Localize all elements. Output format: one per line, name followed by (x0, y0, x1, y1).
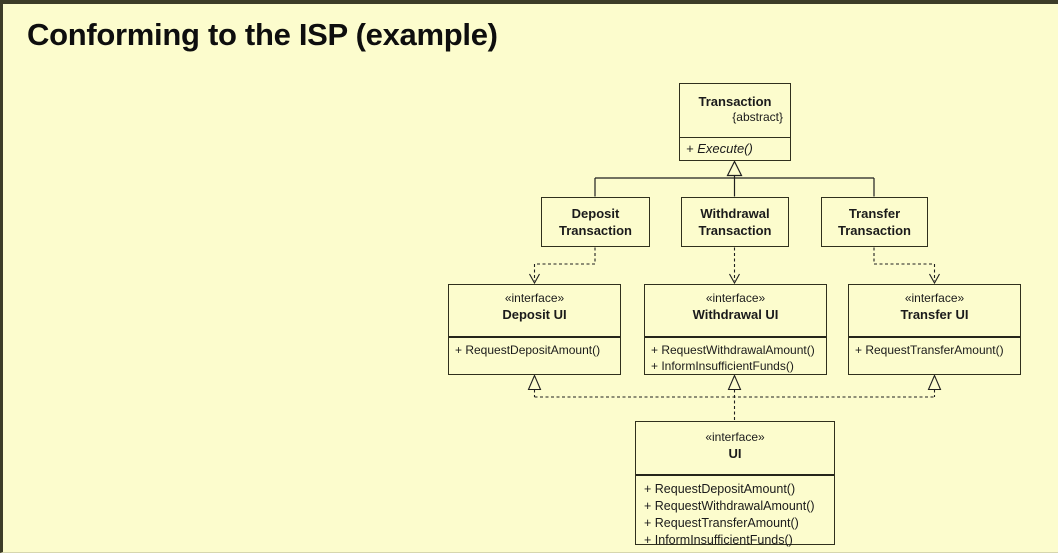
interface-name: Deposit UI (502, 307, 567, 322)
generalization-connector (594, 160, 875, 197)
method-item: + InformInsufficientFunds() (644, 533, 793, 547)
method-item: + RequestTransferAmount() (644, 516, 799, 530)
class-name-compartment: Transaction {abstract} (680, 84, 790, 137)
class-name: Deposit (571, 206, 620, 221)
method-item: + Execute() (686, 141, 753, 156)
class-methods-compartment: + Execute() (680, 137, 790, 160)
interface-name-compartment: «interface» UI (636, 422, 834, 474)
interface-box-transfer-ui: «interface» Transfer UI + RequestTransfe… (848, 284, 1021, 375)
open-arrowhead-icon (529, 273, 540, 285)
abstract-constraint: {abstract} (732, 110, 783, 124)
interface-box-withdrawal-ui: «interface» Withdrawal UI + RequestWithd… (644, 284, 827, 375)
method-item: + RequestDepositAmount() (644, 482, 796, 496)
method-item: + RequestWithdrawalAmount() (651, 343, 815, 357)
open-arrowhead-icon (729, 273, 740, 285)
interface-methods-compartment: + RequestTransferAmount() (849, 336, 1020, 374)
realization-arrowhead-icon (927, 374, 942, 391)
interface-box-ui: «interface» UI + RequestDepositAmount() … (635, 421, 835, 547)
interface-methods-compartment: + RequestDepositAmount() (449, 336, 620, 374)
interface-name: Transfer UI (900, 307, 969, 322)
dependency-arrow-withdrawal (729, 247, 740, 285)
interface-box-deposit-ui: «interface» Deposit UI + RequestDepositA… (448, 284, 621, 375)
interface-name-compartment: «interface» Withdrawal UI (645, 285, 826, 336)
interface-name: Withdrawal UI (692, 307, 779, 322)
class-box-transaction: Transaction {abstract} + Execute() (679, 83, 791, 161)
class-box-transfer-transaction: Transfer Transaction (821, 197, 928, 247)
dependency-arrow-deposit (529, 247, 596, 285)
method-item: + RequestTransferAmount() (855, 343, 1004, 357)
class-name: Transfer (848, 206, 901, 221)
interface-name-compartment: «interface» Transfer UI (849, 285, 1020, 336)
class-name: Transaction (559, 223, 632, 238)
realization-arrowhead-icon (527, 374, 542, 391)
method-item: + RequestWithdrawalAmount() (644, 499, 815, 513)
class-box-deposit-transaction: Deposit Transaction (541, 197, 650, 247)
class-name: Transaction (838, 223, 911, 238)
interface-methods-compartment: + RequestWithdrawalAmount() + InformInsu… (645, 336, 826, 378)
uml-connectors (527, 160, 942, 421)
open-arrowhead-icon (929, 273, 940, 285)
realization-connector (527, 374, 942, 421)
interface-name: UI (728, 446, 742, 461)
class-name: Transaction (698, 223, 772, 238)
stereotype-label: «interface» (904, 291, 965, 305)
interface-methods-compartment: + RequestDepositAmount() + RequestWithdr… (636, 474, 834, 554)
stereotype-label: «interface» (705, 291, 766, 305)
stereotype-label: «interface» (705, 430, 765, 444)
dependency-arrow-transfer (873, 247, 940, 285)
stereotype-label: «interface» (504, 291, 565, 305)
class-name: Transaction (698, 94, 772, 109)
page-title: Conforming to the ISP (example) (27, 17, 498, 52)
class-name: Withdrawal (700, 206, 770, 221)
class-box-withdrawal-transaction: Withdrawal Transaction (681, 197, 789, 247)
method-item: + RequestDepositAmount() (455, 343, 601, 357)
method-item: + InformInsufficientFunds() (651, 359, 794, 373)
generalization-arrowhead-icon (726, 160, 743, 177)
interface-name-compartment: «interface» Deposit UI (449, 285, 620, 336)
